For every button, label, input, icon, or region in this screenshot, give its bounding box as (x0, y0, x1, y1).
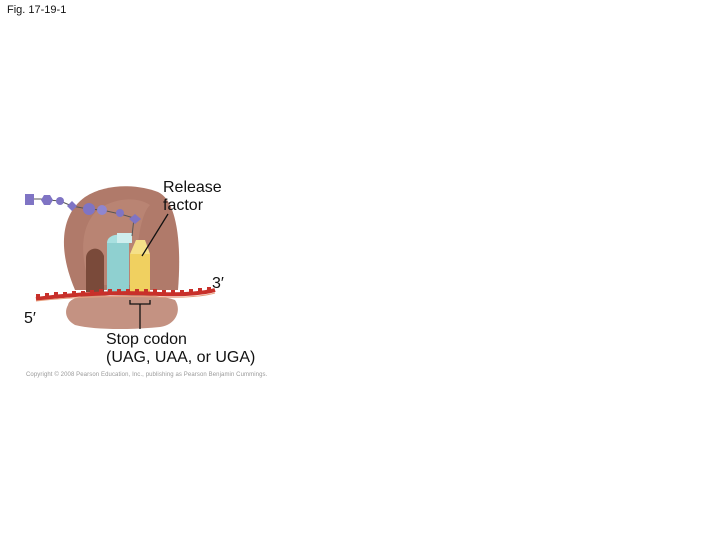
ribosome-small-subunit (66, 295, 178, 330)
e-site (86, 248, 104, 292)
release-factor-label: Release factor (163, 179, 222, 215)
stop-codon-bracket (129, 300, 151, 329)
five-prime-label: 5′ (24, 310, 36, 327)
copyright-notice: Copyright © 2008 Pearson Education, Inc.… (26, 372, 268, 378)
trna-cap (117, 233, 132, 243)
trna-body (107, 243, 129, 293)
release-factor (130, 254, 150, 294)
three-prime-label: 3′ (212, 275, 224, 292)
stop-codon-label-line1: Stop codon (106, 331, 187, 348)
release-factor-label-line1: Release (163, 179, 222, 196)
release-factor-label-line2: factor (163, 197, 204, 214)
polypeptide-chain (25, 194, 141, 237)
mrna-strand (35, 287, 216, 302)
release-factor-pointer (141, 213, 169, 257)
figure-label: Fig. 17-19-1 (7, 4, 67, 16)
stop-codon-label: Stop codon (UAG, UAA, or UGA) (106, 331, 255, 367)
stop-codon-label-line2: (UAG, UAA, or UGA) (106, 349, 256, 366)
